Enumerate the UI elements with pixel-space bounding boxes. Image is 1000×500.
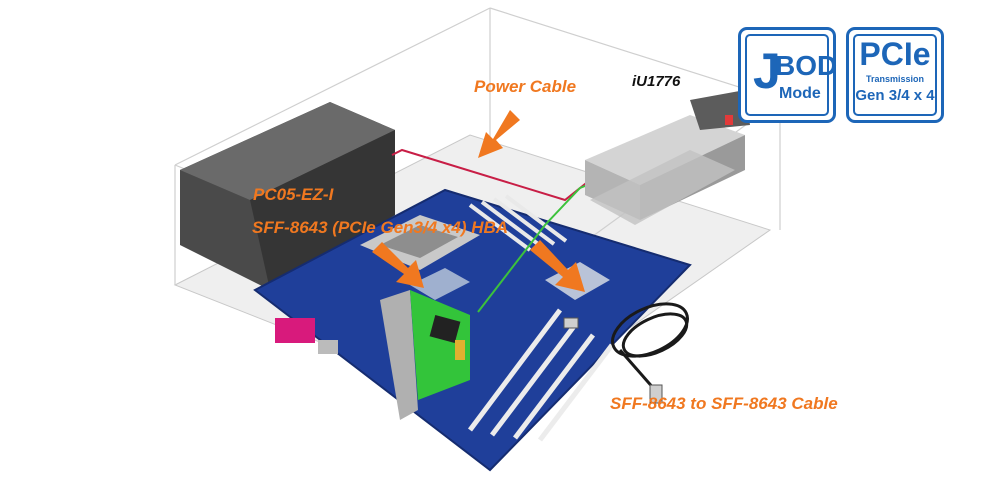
pcie-badge-border bbox=[853, 34, 937, 116]
arrow-sff-cable bbox=[530, 240, 585, 292]
card-description-label: SFF-8643 (PCIe Gen3/4 x4) HBA bbox=[252, 218, 509, 237]
device-label: iU1776 bbox=[632, 73, 681, 90]
hba-card bbox=[380, 290, 470, 420]
arrow-power-cable bbox=[478, 110, 520, 158]
pcie-subtitle: Transmission bbox=[865, 74, 925, 84]
jbod-mode-badge: J BOD Mode bbox=[738, 27, 838, 123]
jbod-bottom-text: Mode bbox=[779, 85, 821, 102]
cable-label: SFF-8643 to SFF-8643 Cable bbox=[610, 394, 838, 413]
iu1776-enclosure bbox=[585, 90, 750, 225]
pcie-title: PCIe bbox=[859, 36, 931, 72]
arrow-hba-card bbox=[372, 242, 424, 288]
jbod-badge-border bbox=[745, 34, 829, 116]
pcie-gen: Gen 3/4 x 4 bbox=[855, 87, 935, 104]
motherboard bbox=[253, 188, 692, 472]
pcie-transmission-badge: PCIe Transmission Gen 3/4 x 4 bbox=[846, 27, 944, 123]
power-cable-label: Power Cable bbox=[474, 77, 577, 96]
sff8643-cable bbox=[563, 302, 689, 404]
card-model-label: PC05-EZ-I bbox=[253, 185, 334, 204]
jbod-big-letter: J bbox=[753, 43, 781, 99]
jbod-top-text: BOD bbox=[775, 50, 838, 81]
power-supply bbox=[180, 102, 395, 290]
